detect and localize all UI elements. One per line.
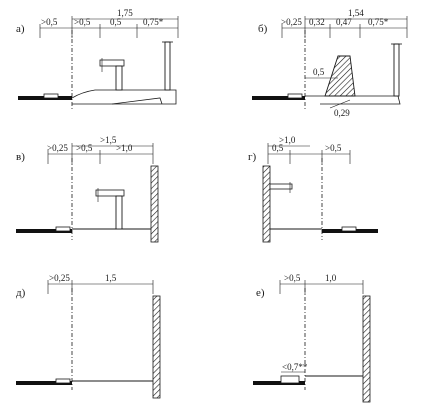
panel-c-dim-4: >1,0 (116, 143, 133, 153)
panel-a-curb (43, 93, 59, 99)
panel-c: в) >1,5 >0,25 >0,5 >1,0 (16, 135, 159, 243)
panel-d-wall (262, 165, 271, 243)
panel-a-structure (71, 89, 177, 105)
panel-f-label: е) (256, 287, 265, 299)
panel-b: б) 1,54 >0,25 0,32 0,47 0,75* 0,5 0,29 (252, 8, 408, 118)
panel-c-dim-2: >1,5 (100, 135, 117, 145)
panel-c-dim-3: >0,5 (76, 143, 93, 153)
panel-a-label: а) (16, 23, 25, 35)
panel-c-dim-1: >0,25 (47, 143, 68, 153)
panel-a-railing-post (164, 41, 171, 91)
panel-e: д) >0,25 1,5 (16, 273, 161, 399)
panel-f-low-dim: <0,7** (282, 362, 308, 372)
panel-b-label: б) (258, 23, 268, 35)
panel-e-curb (55, 378, 71, 384)
panel-d-sign (269, 183, 293, 190)
panel-c-sign (95, 189, 125, 197)
panel-e-dim-2: 1,5 (105, 273, 117, 283)
panel-e-wall (152, 295, 161, 399)
panel-b-total: 1,54 (348, 8, 364, 18)
panel-d-curb (341, 226, 357, 232)
panel-f: е) >0,5 1,0 <0,7** (253, 273, 371, 403)
panel-e-dim-1: >0,25 (49, 273, 70, 283)
panel-b-dim-1: >0,25 (281, 17, 302, 27)
panel-a-total: 1,75 (117, 8, 133, 18)
panel-b-structure (305, 95, 401, 105)
panel-b-low-dim: 0,29 (334, 108, 350, 118)
panel-c-sign-post (115, 195, 123, 230)
panel-c-label: в) (16, 151, 25, 163)
panel-f-dim-1: >0,5 (284, 273, 301, 283)
panel-b-dim-3: 0,47 (336, 17, 352, 27)
panel-b-curb (287, 93, 303, 99)
panel-a-dim-3: 0,5 (110, 17, 122, 27)
panel-d-dim-1: >1,0 (279, 135, 296, 145)
panel-b-dim-2: 0,32 (309, 17, 325, 27)
panel-b-barrier (324, 55, 356, 97)
panel-c-wall (150, 165, 159, 243)
panel-c-curb (55, 226, 71, 232)
panel-a-sign-post (115, 65, 123, 91)
panel-f-dim-2: 1,0 (325, 273, 337, 283)
panel-d: г) >1,0 0,5 >0,5 (248, 135, 378, 243)
panel-b-inner-dim: 0,5 (313, 67, 325, 77)
panel-d-dim-2: 0,5 (272, 143, 284, 153)
panel-d-dim-3: >0,5 (325, 143, 342, 153)
panel-d-label: г) (248, 151, 257, 163)
panel-f-curb (280, 375, 300, 384)
panel-a: а) 1,75 >0,5 >0,5 0,5 0,75* (16, 8, 179, 110)
panel-b-dim-4: 0,75* (368, 17, 389, 27)
panel-a-sign (99, 59, 125, 67)
panel-a-dim-2: >0,5 (74, 17, 91, 27)
panel-b-railing-post (393, 43, 400, 97)
panel-e-label: д) (16, 287, 26, 299)
panel-f-wall (362, 295, 371, 403)
panel-a-dim-1: >0,5 (41, 17, 58, 27)
panel-a-dim-4: 0,75* (143, 17, 164, 27)
